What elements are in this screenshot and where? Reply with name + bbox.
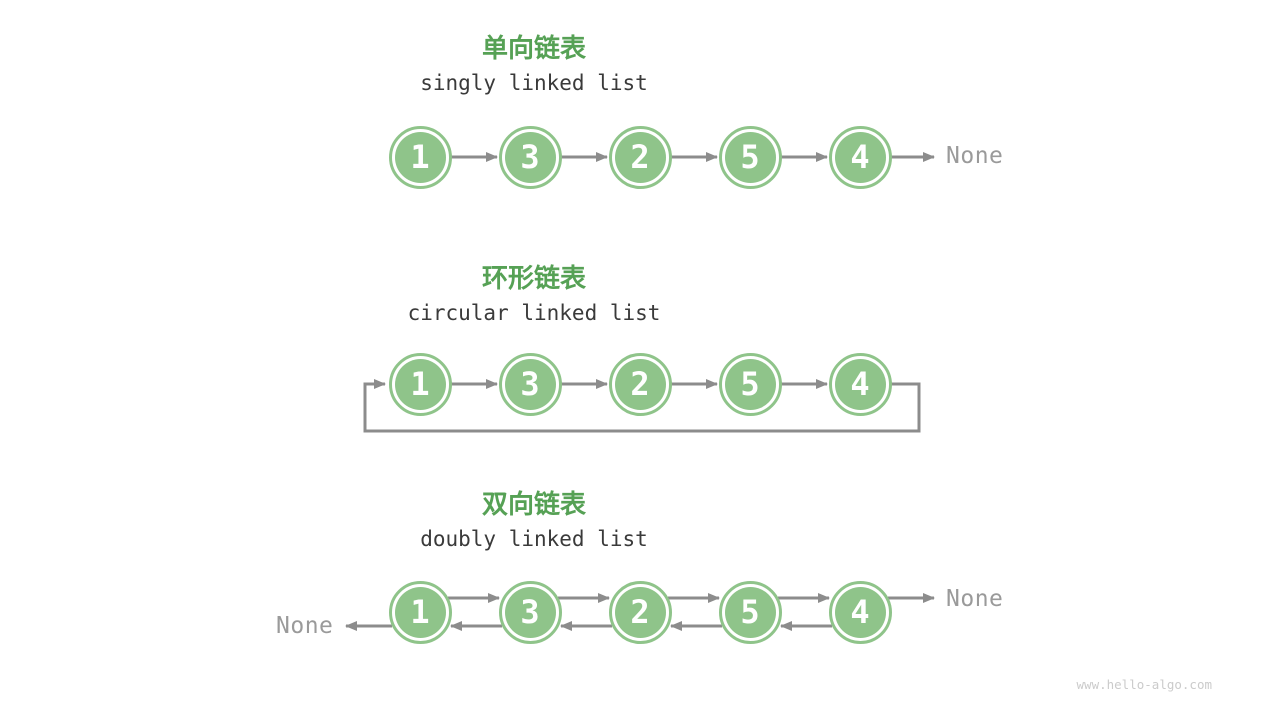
doubly-title-en: doubly linked list (420, 527, 648, 551)
node-value: 2 (630, 593, 650, 631)
doubly-node-2: 2 (608, 580, 672, 644)
node-circle: 3 (504, 358, 556, 410)
circular-section-header: 环形链表 circular linked list (284, 264, 784, 326)
node-circle: 2 (614, 131, 666, 183)
doubly-node-3: 5 (718, 580, 782, 644)
singly-node-2: 2 (608, 125, 672, 189)
node-value: 3 (520, 593, 540, 631)
node-value: 4 (850, 138, 870, 176)
watermark: www.hello-algo.com (1076, 677, 1212, 692)
node-value: 5 (740, 365, 760, 403)
node-value: 3 (520, 365, 540, 403)
node-value: 1 (410, 138, 430, 176)
singly-tail-none-label: None (946, 143, 1004, 169)
node-circle: 5 (724, 131, 776, 183)
node-circle: 5 (724, 358, 776, 410)
circular-node-4: 4 (828, 352, 892, 416)
node-value: 4 (850, 593, 870, 631)
node-circle: 3 (504, 586, 556, 638)
circular-title-zh: 环形链表 (481, 264, 586, 294)
node-circle: 4 (834, 131, 886, 183)
node-circle: 2 (614, 586, 666, 638)
node-value: 1 (410, 593, 430, 631)
singly-section-header: 单向链表 singly linked list (284, 34, 784, 96)
circular-node-3: 5 (718, 352, 782, 416)
doubly-arrows (345, 593, 935, 631)
node-value: 1 (410, 365, 430, 403)
node-circle: 4 (834, 586, 886, 638)
loop-back-arrow (363, 379, 921, 433)
circular-arrows (363, 379, 921, 433)
node-circle: 1 (394, 586, 446, 638)
node-value: 3 (520, 138, 540, 176)
circular-node-2: 2 (608, 352, 672, 416)
node-value: 5 (740, 593, 760, 631)
node-circle: 3 (504, 131, 556, 183)
node-value: 2 (630, 365, 650, 403)
doubly-head-none-label: None (276, 613, 334, 639)
node-value: 2 (630, 138, 650, 176)
circular-title-en: circular linked list (407, 301, 661, 325)
singly-node-4: 4 (828, 125, 892, 189)
circular-node-0: 1 (388, 352, 452, 416)
node-circle: 1 (394, 358, 446, 410)
node-circle: 5 (724, 586, 776, 638)
doubly-title-zh: 双向链表 (481, 490, 586, 520)
doubly-node-0: 1 (388, 580, 452, 644)
doubly-node-1: 3 (498, 580, 562, 644)
singly-node-0: 1 (388, 125, 452, 189)
singly-node-1: 3 (498, 125, 562, 189)
singly-node-3: 5 (718, 125, 782, 189)
doubly-section-header: 双向链表 doubly linked list (284, 490, 784, 552)
node-value: 4 (850, 365, 870, 403)
singly-title-zh: 单向链表 (481, 34, 586, 64)
node-circle: 2 (614, 358, 666, 410)
singly-title-en: singly linked list (420, 71, 648, 95)
circular-node-1: 3 (498, 352, 562, 416)
node-value: 5 (740, 138, 760, 176)
node-circle: 1 (394, 131, 446, 183)
node-circle: 4 (834, 358, 886, 410)
doubly-node-4: 4 (828, 580, 892, 644)
doubly-tail-none-label: None (946, 586, 1004, 612)
